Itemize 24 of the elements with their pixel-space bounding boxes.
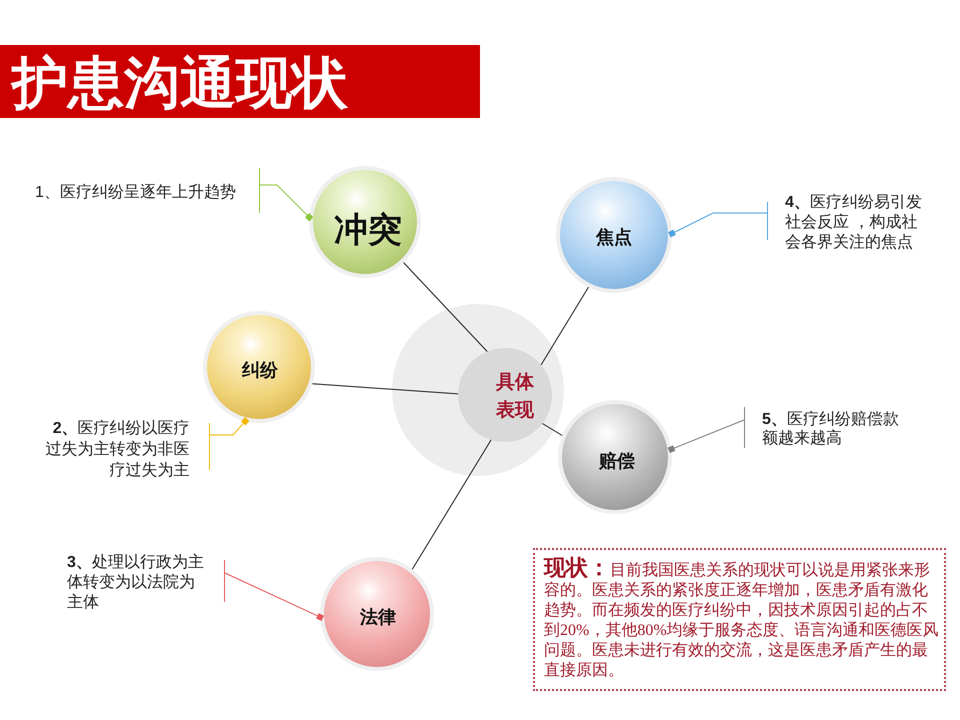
leader-line [668,420,744,454]
callout-text: 3、处理以行政为主体转变为以法院为主体 [67,553,205,613]
leader-line [260,184,314,222]
sphere-label: 冲突 [334,211,402,251]
leader-line [668,212,768,238]
connector-line [540,286,589,366]
sphere-label: 焦点 [596,226,632,248]
connector-line [412,439,492,570]
sphere-label: 法律 [360,606,396,628]
connector-line [403,262,488,352]
sphere-label: 赔偿 [599,450,635,472]
title-text: 护患沟通现状 [12,52,348,114]
note-text: 现状：目前我国医患关系的现状可以说是用紧张来形容的。医患关系的紧张度正逐年增加，医患矛盾有激化趋势。而在频发的医疗纠纷中，因技术原因引起的占不到20%，其他80%均缘于服务态度、语言沟通和医德医风问题。医患未进行有效的交流，这是医患矛盾产生的最直接原因。 [544,558,940,681]
sphere-label: 纠纷 [242,360,278,380]
callout-text: 4、医疗纠纷易引发社会反应 ，构成社会各界关注的焦点 [785,193,923,253]
callout-text: 1、医疗纠纷呈逐年上升趋势 [35,183,236,203]
connector-line [542,423,563,436]
callout-text: 2、医疗纠纷以医疗过失为主转变为非医疗过失为主 [44,418,190,481]
leader-line [210,417,250,436]
connector-line [312,383,458,394]
center-label: 具体表现 [495,371,535,423]
leader-line [224,572,324,622]
callout-text: 5、医疗纠纷赔偿款额越来越高 [762,410,900,448]
note-box [533,548,946,691]
